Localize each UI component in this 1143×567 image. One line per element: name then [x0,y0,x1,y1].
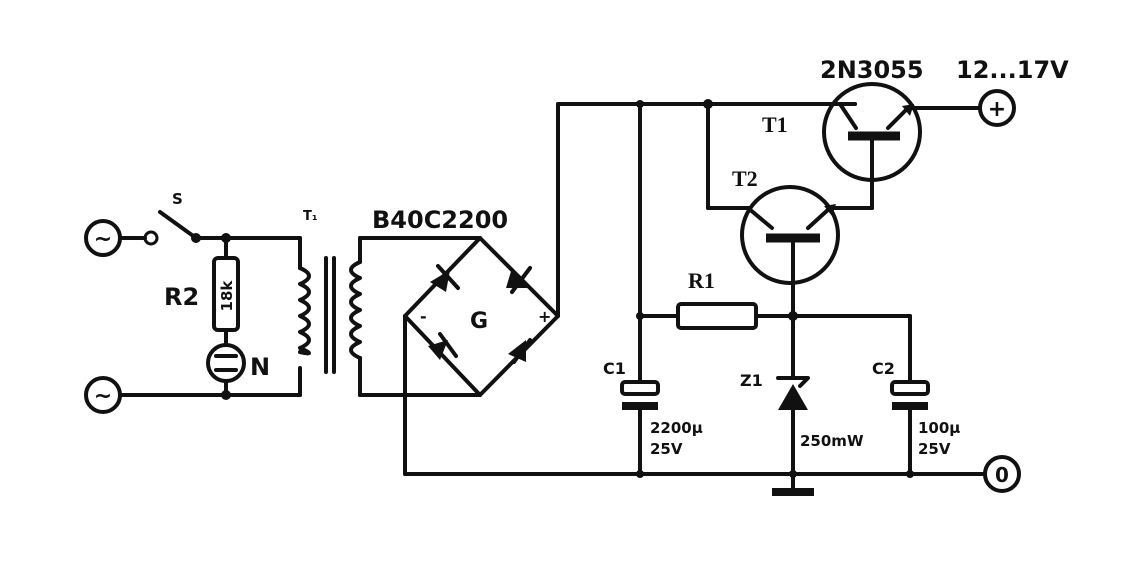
c2-label: C2 [872,359,895,378]
z1-value: 250mW [800,432,864,450]
c2-value-voltage: 25V [918,440,951,458]
resistor-r1: R1 [638,268,912,330]
zener-z1: Z1 250mW [740,314,864,496]
ac-symbol-top: ~ [94,227,112,252]
bridge-diode-2 [506,266,532,294]
primary-wiring [118,233,302,400]
t1-type-label: 2N3055 [820,56,924,84]
switch-label: S [172,190,183,208]
ac-terminal-bottom: ~ [84,376,122,414]
bridge-diode-4 [508,338,532,364]
c1-value-voltage: 25V [650,440,683,458]
r2-label: R2 [164,283,199,311]
output-terminal-ground: 0 [983,455,1021,493]
bridge-plus: + [538,307,551,326]
ground-rail [403,314,986,478]
neon-lamp-n: N [206,343,270,383]
transistor-t2: T2 [706,102,874,318]
neon-label: N [250,353,270,381]
bridge-rectifier-g: B40C2200 G - + [372,206,560,397]
bridge-minus: - [420,307,427,326]
output-voltage-label: 12...17V [956,56,1069,84]
switch-s: S [118,190,201,246]
bridge-type-label: B40C2200 [372,206,508,234]
t2-label: T2 [732,166,758,191]
capacitor-c2: C2 100µ 25V [872,314,960,476]
z1-label: Z1 [740,371,763,390]
transistor-t1: T1 2N3055 [762,56,982,210]
c1-value-capacitance: 2200µ [650,419,703,437]
capacitor-c1: C1 2200µ 25V [603,102,703,476]
terminal-plus-symbol: + [988,97,1006,122]
bridge-label: G [470,309,488,334]
resistor-r2: 18k R2 [164,256,240,332]
output-terminal-positive: + 12...17V [956,56,1069,127]
transformer-tr: T₁ [298,209,482,397]
bridge-diode-3 [428,332,458,360]
transformer-label: T₁ [303,209,318,224]
ac-terminal-top: ~ [84,219,122,257]
t1-label: T1 [762,112,788,137]
c1-label: C1 [603,359,626,378]
ac-symbol-bottom: ~ [94,384,112,409]
bridge-diode-1 [430,264,460,292]
c2-value-capacitance: 100µ [918,419,960,437]
terminal-zero-symbol: 0 [995,463,1009,487]
r2-value: 18k [218,280,236,312]
r1-label: R1 [688,268,715,293]
